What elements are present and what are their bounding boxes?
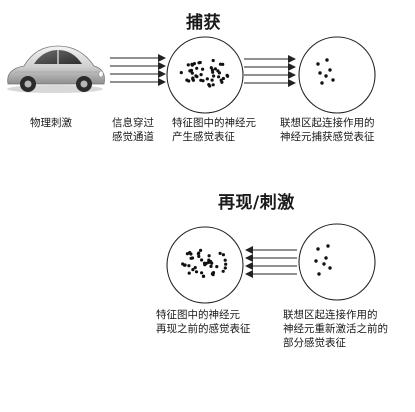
neuron-dots-association-bottom [314,244,332,276]
neuron-dot [320,81,324,85]
neuron-dot [200,271,204,275]
neuron-dot [209,260,213,264]
neuron-dots-association-top [316,58,335,85]
neuron-dot [197,254,201,258]
association-area-circle-top [298,36,376,114]
neuron-dot [205,77,209,81]
neuron-dot [316,247,320,251]
neuron-dot [188,69,192,73]
neuron-dots-feature-bottom [181,248,228,278]
neuron-dot [197,61,201,65]
neuron-dot [191,268,195,272]
neuron-dot [190,256,195,260]
neuron-dot [213,67,217,71]
car-icon [7,45,105,93]
feature-map-circle-top [166,36,244,114]
neuron-dot [193,266,197,270]
neuron-dot [210,78,214,82]
reinstatement-title: 再现/刺激 [218,193,295,213]
neuron-dot [326,244,330,248]
neuron-dot [328,266,332,270]
neuron-dot [221,253,225,257]
neuron-dot [322,262,326,266]
neuron-dot [324,74,328,78]
neuron-dot [187,271,191,275]
physical-stimulus-label: 物理刺激 [30,117,72,129]
neuron-dot [211,273,215,277]
neuron-dot [217,75,221,79]
neuron-dot [316,62,320,66]
neuron-dot [204,261,208,265]
association-area-label-bottom: 联想区起连接作用的 神经元重新激活之前的 部分感觉表征 [283,309,388,349]
neuron-dot [186,63,190,67]
neuron-dot [221,269,225,273]
feature-map-label-bottom: 特征图中的神经元 再现之前的感觉表征 [156,309,251,335]
neuron-dot [201,79,205,83]
neuron-dot [211,70,215,74]
sensory-channel-label: 信息穿过 感觉通道 [112,117,154,143]
neuron-dot [207,254,211,258]
neuron-dot [212,74,216,78]
arrows-to-feature-map [110,54,166,86]
neuron-dot [211,58,215,63]
neuron-dot [317,272,321,276]
association-area-circle-bottom [298,223,376,301]
neuron-dot [194,74,198,78]
neuron-dot [183,263,187,267]
neuron-dot [209,66,213,70]
neuron-dot [218,62,223,66]
arrows-reactivation [245,246,297,278]
neuron-dot [194,270,199,274]
neuron-dot [223,258,227,262]
neuron-dot [221,76,225,81]
arrows-to-association [244,55,296,87]
neuron-dot [219,78,223,82]
neuron-dot [215,265,219,269]
neuron-dot [331,78,335,82]
neuron-dot [209,264,213,268]
neuron-dot [216,69,220,73]
neuron-dot [188,251,192,255]
neuron-dot [201,274,206,278]
neuron-dot [218,251,222,255]
neuron-dot [187,264,191,268]
neuron-dot [226,74,230,78]
neuron-dot [179,71,183,75]
neuron-dot [328,68,332,72]
neuron-dot [195,66,199,70]
neuron-dot [224,262,228,266]
neuron-dot [199,73,203,77]
neuron-dot [318,71,322,75]
neuron-dot [201,67,205,71]
neuron-dot [199,248,203,252]
neuron-dot [324,256,328,260]
association-area-label-top: 联想区起连接作用的 神经元捕获感觉表征 [280,117,375,143]
neuron-dot [185,78,189,82]
neuron-dot [196,252,200,256]
neuron-dots-feature-top [179,58,230,88]
neuron-dot [211,83,215,87]
capture-title: 捕获 [186,13,221,33]
neuron-dot [208,84,212,88]
neuron-dot [192,62,196,66]
neuron-dot [200,258,204,262]
neuron-dot [223,266,227,270]
neuron-dot [314,259,318,263]
feature-map-label-top: 特征图中的神经元 产生感觉表征 [172,117,256,143]
neuron-dot [325,58,329,62]
neuron-dot [191,76,195,80]
neuron-dot [190,62,194,66]
neuron-dot [190,71,194,75]
